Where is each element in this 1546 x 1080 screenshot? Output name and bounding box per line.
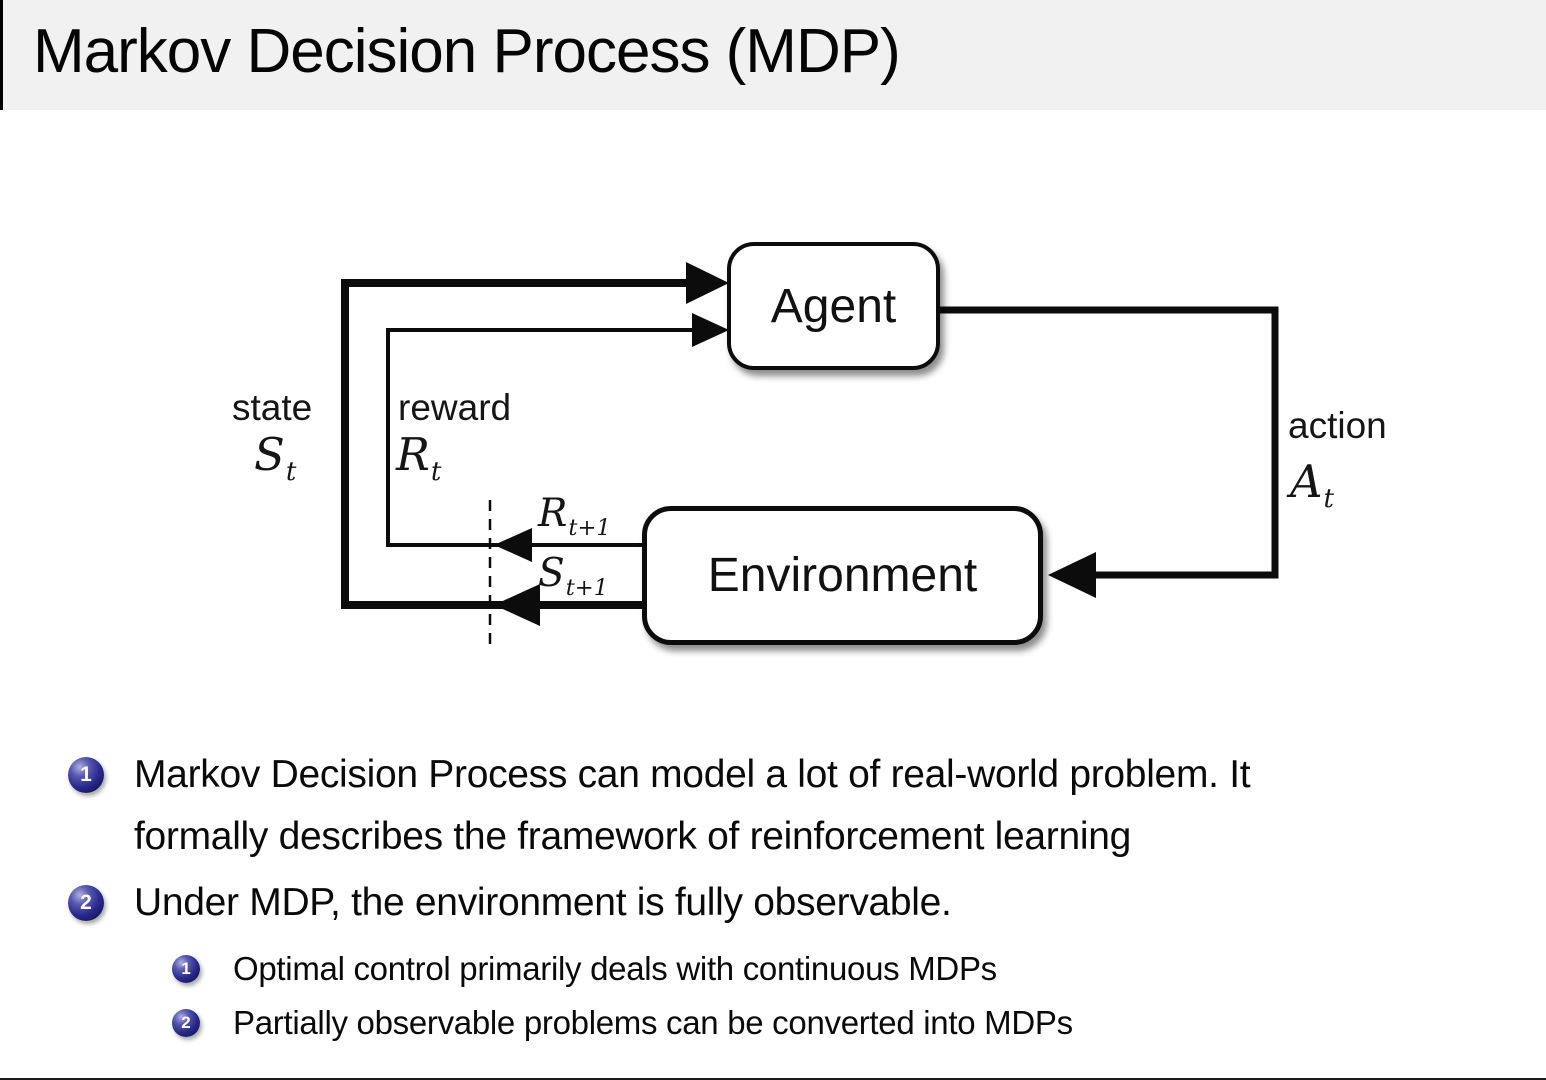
enumerate-ball-2-icon: 2 — [68, 885, 104, 921]
sub-bullet-list: 1 Optimal control primarily deals with c… — [172, 942, 1518, 1050]
sub-enumerate-ball-1-icon: 1 — [172, 955, 200, 983]
bullet-1-line-1: Markov Decision Process can model a lot … — [134, 753, 1251, 796]
action-label: action — [1288, 405, 1387, 446]
list-item: 1 Optimal control primarily deals with c… — [172, 942, 1518, 996]
bullet-1-text: Markov Decision Process can model a lot … — [134, 744, 1251, 868]
next-reward-symbol: Rt+1 — [538, 491, 611, 541]
enumerate-ball-1-icon: 1 — [68, 757, 104, 793]
page-title: Markov Decision Process (MDP) — [33, 17, 901, 86]
sub-bullet-2-text: Partially observable problems can be con… — [233, 1004, 1073, 1041]
action-arrowhead-icon — [1048, 552, 1096, 598]
sub-enumerate-ball-2-icon: 2 — [172, 1009, 200, 1037]
sub-bullet-1-text: Optimal control primarily deals with con… — [233, 950, 997, 987]
environment-box-label: Environment — [707, 549, 978, 602]
diagram-canvas — [341, 262, 1279, 650]
list-item: 2 Under MDP, the environment is fully ob… — [68, 872, 1518, 934]
list-item: 2 Partially observable problems can be c… — [172, 996, 1518, 1050]
agent-box-label: Agent — [770, 279, 897, 333]
action-symbol: At — [1290, 455, 1334, 514]
environment-box: Environment — [642, 506, 1043, 645]
state-symbol: St — [254, 428, 297, 487]
bullet-2-text: Under MDP, the environment is fully obse… — [134, 881, 952, 924]
next-state-symbol: St+1 — [538, 551, 609, 601]
bullet-list: 1 Markov Decision Process can model a lo… — [68, 744, 1518, 1050]
slide-bottom-border — [0, 1078, 1546, 1080]
action-line — [938, 306, 1279, 579]
next-state-arrowhead-icon — [494, 584, 540, 626]
agent-box: Agent — [727, 242, 940, 370]
reward-symbol: Rt — [396, 428, 442, 487]
next-reward-arrowhead-icon — [494, 528, 532, 562]
mdp-diagram: Agent Environment state St reward Rt act… — [230, 215, 1410, 690]
state-arrowhead-icon — [686, 262, 729, 304]
state-label: state — [232, 387, 313, 428]
list-item: 1 Markov Decision Process can model a lo… — [68, 744, 1518, 868]
reward-arrowhead-icon — [692, 313, 729, 347]
bullet-1-line-2: formally describes the framework of rein… — [134, 815, 1132, 858]
reward-label: reward — [398, 387, 512, 428]
title-bar: Markov Decision Process (MDP) — [0, 0, 1546, 110]
